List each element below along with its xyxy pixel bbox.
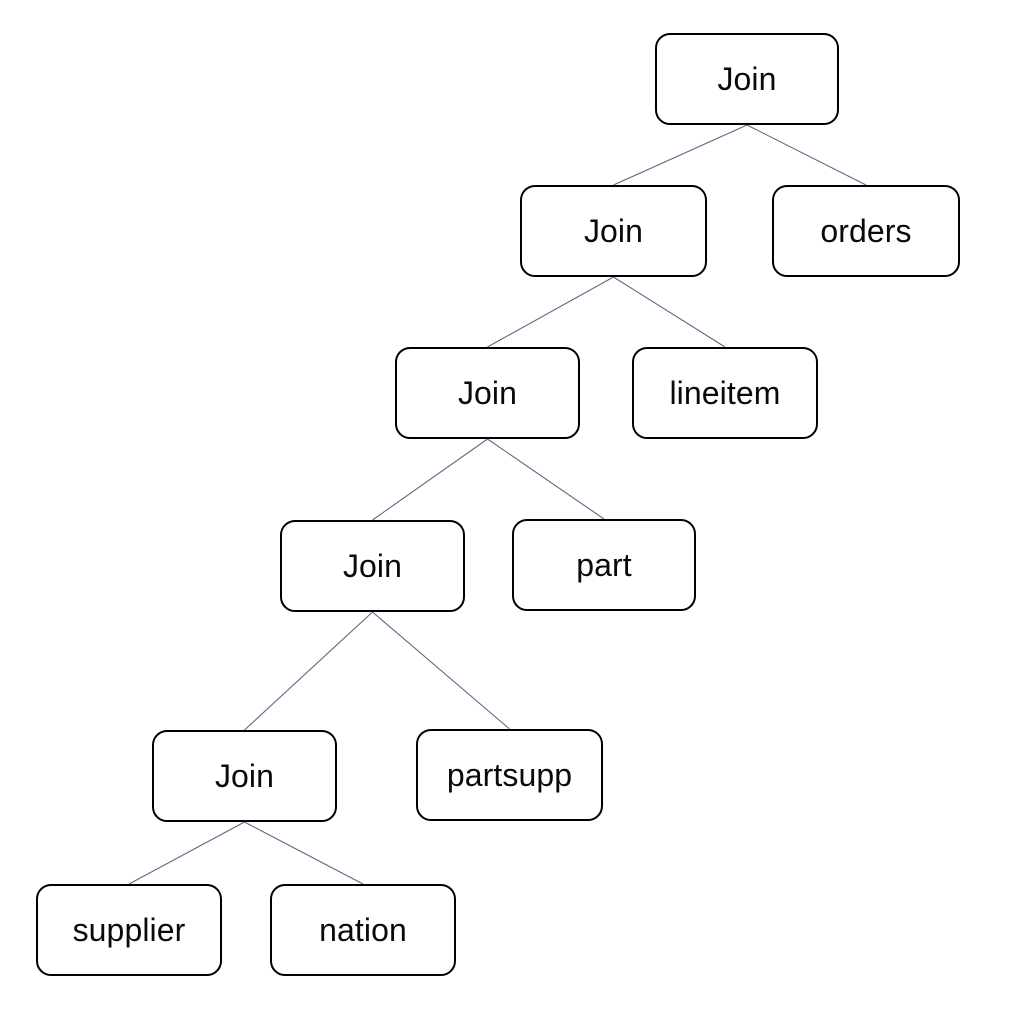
node-join3[interactable]: Join	[395, 347, 580, 439]
edge-join2-to-join3	[487, 276, 614, 348]
node-supplier[interactable]: supplier	[36, 884, 222, 976]
edge-join2-to-lineitem	[613, 276, 726, 348]
node-orders[interactable]: orders	[772, 185, 960, 277]
edge-join5-to-supplier	[128, 821, 245, 885]
node-join1[interactable]: Join	[655, 33, 839, 125]
node-join5[interactable]: Join	[152, 730, 337, 822]
node-label: lineitem	[669, 375, 781, 411]
node-nation[interactable]: nation	[270, 884, 456, 976]
edge-join3-to-join4	[372, 438, 488, 521]
node-label: Join	[457, 375, 518, 411]
node-part[interactable]: part	[512, 519, 696, 611]
node-partsupp[interactable]: partsupp	[416, 729, 603, 821]
edge-join1-to-orders	[746, 124, 867, 186]
node-label: Join	[342, 548, 403, 584]
node-label: orders	[820, 213, 912, 249]
node-label: Join	[717, 61, 777, 97]
edge-join4-to-partsupp	[372, 611, 510, 730]
node-label: nation	[319, 912, 407, 948]
node-label: supplier	[72, 912, 186, 948]
node-lineitem[interactable]: lineitem	[632, 347, 818, 439]
edge-join1-to-join2	[613, 124, 748, 186]
edge-join4-to-join5	[244, 611, 373, 731]
node-label: part	[576, 547, 632, 583]
node-label: Join	[214, 758, 275, 794]
node-label: partsupp	[446, 757, 573, 793]
edge-join5-to-nation	[244, 821, 364, 885]
node-label: Join	[583, 213, 644, 249]
node-join4[interactable]: Join	[280, 520, 465, 612]
edge-join3-to-part	[487, 438, 605, 520]
node-join2[interactable]: Join	[520, 185, 707, 277]
